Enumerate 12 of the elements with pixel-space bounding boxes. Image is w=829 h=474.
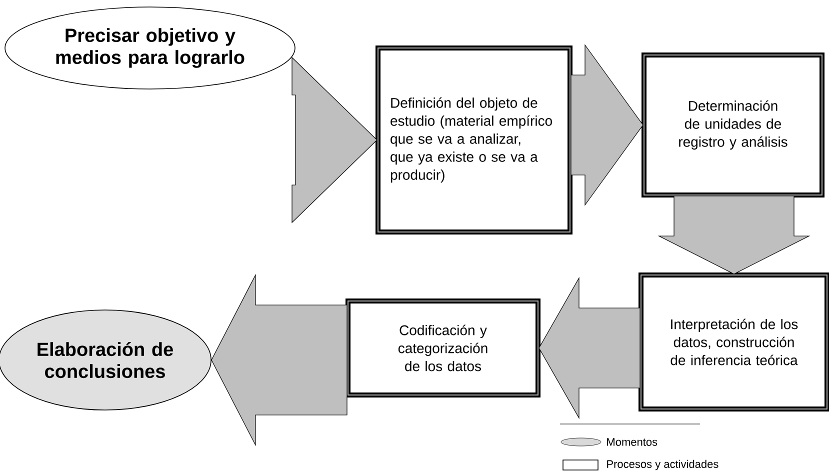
block-arrow [292, 56, 378, 224]
legend-label: Momentos [607, 438, 658, 446]
ellipse-node: Precisar objetivo y medios para lograrlo [4, 6, 296, 90]
block-arrow [211, 274, 348, 446]
block-arrow [570, 44, 644, 206]
process-box: Definición del objeto de estudio (material empírico que se va a analizar, que ya existe o se va a producir) [376, 46, 572, 234]
process-box: Codificación y categorización de los datos [346, 298, 540, 398]
block-arrow [538, 276, 640, 420]
process-box: Determinación de unidades de registro y análisis [642, 52, 825, 198]
block-arrow [658, 196, 810, 274]
process-box: Interpretación de los datos, construcción de inferencia teórica [638, 272, 829, 412]
legend-label: Procesos y actividades [607, 460, 718, 470]
